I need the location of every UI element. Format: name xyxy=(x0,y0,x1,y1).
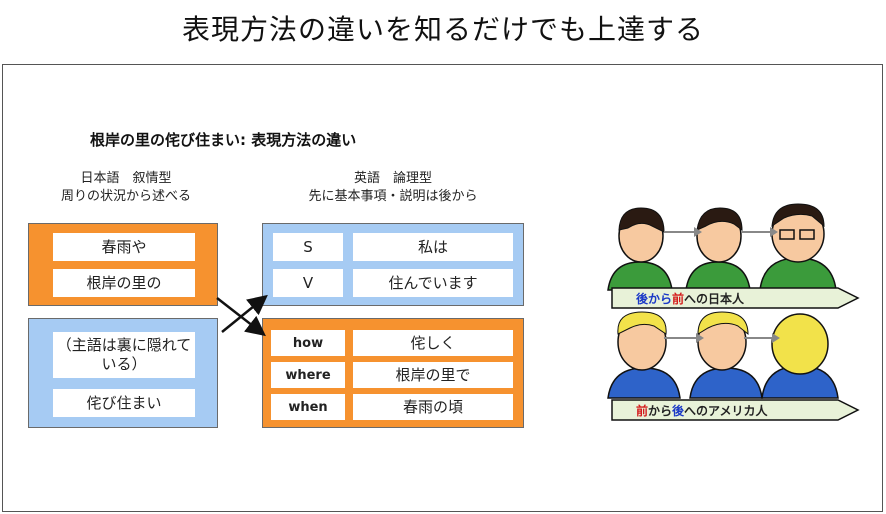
english-role-where: where xyxy=(271,362,345,388)
japanese-caption-desc: 周りの状況から述べる xyxy=(60,189,191,204)
japanese-bottom-box: （主語は裏に隠れている） 侘び住まい xyxy=(28,318,218,428)
banner-part-mae2: 前 xyxy=(636,404,649,418)
english-phrase-watashiwa: 私は xyxy=(353,233,513,261)
english-role-s: S xyxy=(273,233,343,261)
banner-part-nihonjin: への日本人 xyxy=(684,292,745,306)
banner-part-ato: 後 xyxy=(672,404,685,418)
english-caption: 英語 論理型 先に基本事項・説明は後から xyxy=(262,170,524,206)
page-title: 表現方法の違いを知るだけでも上達する xyxy=(181,13,704,46)
japanese-phrase-negishi: 根岸の里の xyxy=(53,269,195,297)
japanese-phrase-harusame: 春雨や xyxy=(53,233,195,261)
english-caption-type: 英語 論理型 xyxy=(353,171,432,186)
banner-part-mae: 前 xyxy=(672,292,685,306)
japanese-phrase-wabizumai: 侘び住まい xyxy=(53,389,195,417)
banner-part-atokara: 後から xyxy=(636,292,673,306)
japanese-caption: 日本語 叙情型 周りの状況から述べる xyxy=(28,170,224,206)
english-bottom-box: how 侘しく where 根岸の里で when 春雨の頃 xyxy=(262,318,524,428)
english-top-box: S 私は V 住んでいます xyxy=(262,223,524,306)
english-phrase-sundeimasu: 住んでいます xyxy=(353,269,513,297)
english-phrase-negishide: 根岸の里で xyxy=(353,362,513,388)
english-caption-desc: 先に基本事項・説明は後から xyxy=(308,189,478,204)
japanese-phrase-hidden-subject: （主語は裏に隠れている） xyxy=(53,332,195,378)
banner-part-americajin: へのアメリカ人 xyxy=(684,404,768,418)
american-banner-label: 前から後へのアメリカ人 xyxy=(636,402,767,419)
english-role-how: how xyxy=(271,330,345,356)
japanese-caption-type: 日本語 叙情型 xyxy=(80,171,172,186)
english-phrase-wabishiku: 侘しく xyxy=(353,330,513,356)
japanese-banner-label: 後から前への日本人 xyxy=(636,290,744,307)
banner-part-kara: から xyxy=(648,404,673,418)
english-role-when: when xyxy=(271,394,345,420)
english-phrase-harusamenokoro: 春雨の頃 xyxy=(353,394,513,420)
english-role-v: V xyxy=(273,269,343,297)
diagram-subtitle: 根岸の里の侘び住まい: 表現方法の違い xyxy=(90,131,357,149)
japanese-top-box: 春雨や 根岸の里の xyxy=(28,223,218,306)
